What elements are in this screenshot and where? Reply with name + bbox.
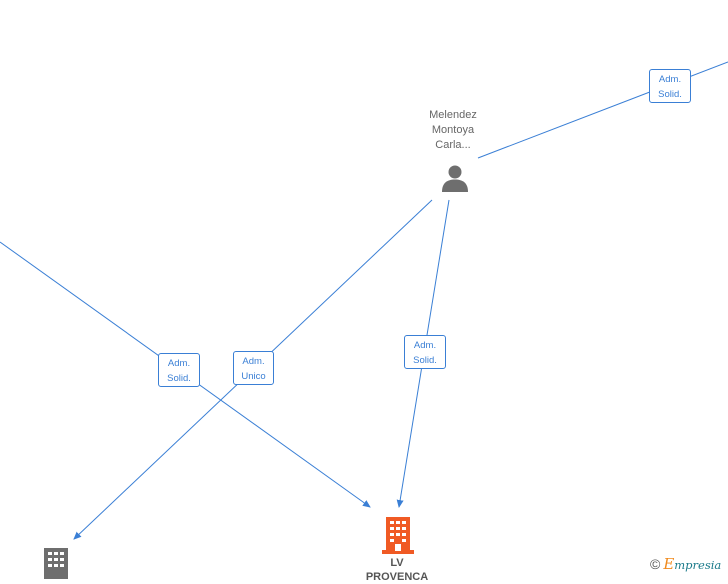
person-name-line: Carla...	[435, 139, 471, 151]
person-name-line: Montoya	[431, 124, 475, 136]
role-badge-line: Unico	[241, 371, 266, 382]
brand-name: mpresia	[674, 558, 722, 572]
brand-logo: ©Empresia	[650, 555, 721, 573]
role-badge-line: Adm.	[242, 356, 265, 367]
copyright-symbol: ©	[650, 556, 661, 572]
role-badge-line: Adm.	[413, 340, 437, 351]
role-badge-line: Adm.	[167, 358, 191, 369]
role-badge-line: Adm.	[658, 74, 682, 85]
company-label[interactable]: LV PROVENCA	[352, 556, 442, 584]
role-badge-top-right[interactable]: Adm. Solid.	[649, 69, 691, 103]
role-badge-person-to-left[interactable]: Adm. Unico	[233, 351, 274, 385]
person-name[interactable]: Melendez Montoya Carla...	[412, 108, 494, 153]
company-label-line: LV	[390, 557, 404, 569]
role-badge-line: Solid.	[658, 89, 682, 100]
person-name-line: Melendez	[429, 109, 477, 121]
company-label-line: PROVENCA	[365, 571, 429, 583]
building-icon[interactable]	[382, 516, 414, 554]
brand-initial: E	[663, 555, 675, 573]
person-icon[interactable]	[440, 163, 470, 193]
role-badge-line: Solid.	[413, 355, 437, 366]
building-icon[interactable]	[43, 547, 69, 579]
role-badge-left-to-main[interactable]: Adm. Solid.	[158, 353, 200, 387]
role-badge-person-to-main[interactable]: Adm. Solid.	[404, 335, 446, 369]
role-badge-line: Solid.	[167, 373, 191, 384]
